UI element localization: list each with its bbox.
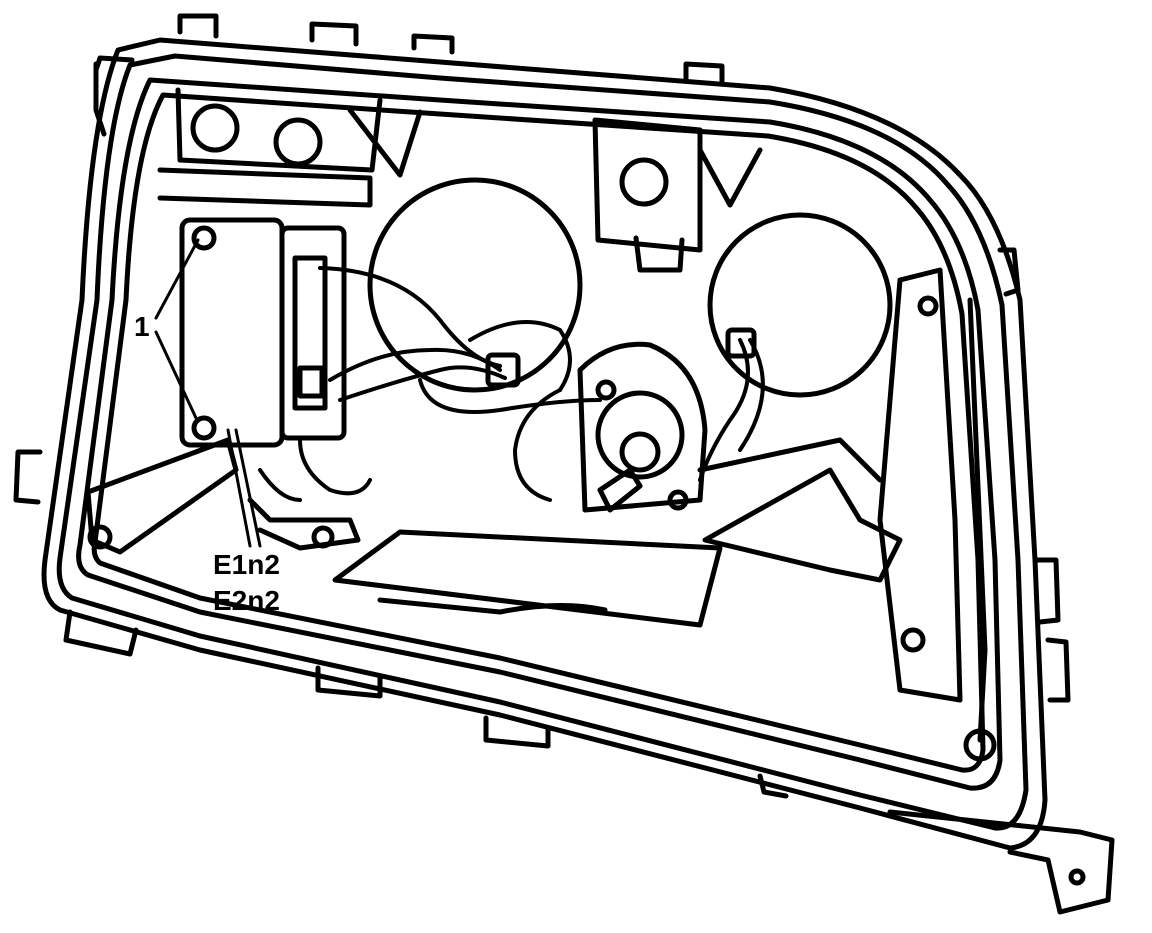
wire-connector: [725, 327, 757, 359]
lower-channel: [702, 467, 903, 583]
mount-tab: [483, 715, 551, 749]
cradle-pin: [311, 525, 335, 549]
low-beam-opening: [367, 177, 583, 393]
adjuster-pivot: [963, 728, 997, 762]
module-plug: [297, 365, 325, 399]
mount-tab: [315, 665, 383, 699]
upper-ledge-shelf: [157, 167, 373, 208]
leveling-motor-hub: [619, 431, 661, 473]
bracket-hole: [1068, 868, 1086, 886]
housing-inner-frame: [76, 77, 1003, 791]
wire: [298, 438, 372, 496]
center-clip: [633, 235, 685, 273]
mount-tab: [1033, 557, 1061, 625]
mount-bracket: [887, 809, 1115, 915]
callout-leader: [234, 428, 262, 548]
leveling-motor: [595, 390, 685, 480]
wire: [258, 468, 302, 502]
upper-port: [619, 157, 669, 207]
right-inner-panel: [877, 267, 963, 703]
module-connector: [292, 255, 328, 411]
left-adjuster-pivot: [87, 524, 113, 550]
module-screw: [191, 225, 217, 251]
divider-wedge: [697, 147, 763, 208]
wire-connector: [485, 352, 521, 388]
high-beam-opening: [707, 212, 893, 398]
lower-cradle: [247, 497, 361, 551]
wire: [513, 388, 562, 502]
lower-floor: [332, 529, 723, 628]
wire: [418, 378, 602, 414]
mount-tab: [1045, 637, 1071, 703]
mount-tab: [997, 247, 1021, 297]
center-bracket: [592, 117, 703, 253]
wire: [328, 347, 502, 382]
mount-tab: [93, 61, 107, 137]
panel-hole: [900, 627, 926, 653]
motor-screw: [667, 489, 689, 511]
divider-wedge: [347, 107, 423, 178]
upper-ledge: [175, 87, 383, 173]
module-screw: [191, 415, 217, 441]
adjuster-rod: [967, 297, 988, 743]
wire: [468, 320, 572, 392]
mount-tab: [13, 449, 43, 505]
callout-label-1: 1: [134, 311, 150, 342]
component-label-e2n2: E2n2: [213, 585, 280, 616]
mount-tab: [411, 33, 455, 55]
panel-hole: [917, 295, 939, 317]
control-module-side: [279, 225, 347, 441]
wire: [338, 365, 507, 402]
mount-tab: [177, 13, 219, 39]
callout-leader: [154, 238, 200, 320]
housing-inner-frame-inner: [91, 92, 986, 773]
callout-leader: [154, 330, 198, 420]
lower-floor-edge: [377, 597, 608, 615]
lower-rail: [697, 437, 883, 483]
upper-port: [190, 103, 240, 153]
housing-outer-frame-inner: [56, 53, 1029, 831]
mount-tab: [309, 21, 359, 47]
wire: [698, 338, 750, 482]
mount-tab: [683, 61, 725, 85]
leveling-motor-bracket: [577, 341, 708, 513]
upper-port: [273, 117, 323, 167]
control-module: [179, 217, 285, 448]
motor-shaft: [597, 467, 643, 513]
mount-tab: [757, 773, 789, 799]
component-label-e1n2: E1n2: [213, 549, 280, 580]
mount-tab: [63, 609, 139, 657]
motor-screw: [595, 379, 617, 401]
